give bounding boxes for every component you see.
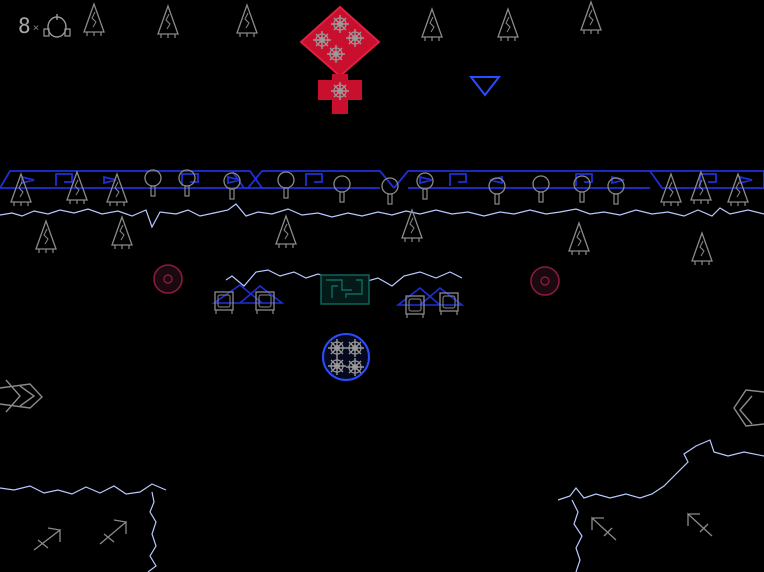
red-fortress-boss bbox=[299, 5, 381, 114]
tree-5 bbox=[497, 8, 519, 42]
player-ship-orb bbox=[322, 333, 370, 381]
side-ship-left bbox=[0, 379, 43, 413]
mushroom-5 bbox=[333, 175, 351, 203]
mushroom-3 bbox=[223, 172, 241, 200]
tree-13 bbox=[35, 220, 57, 254]
arrow-craft-2 bbox=[99, 519, 128, 545]
tree-1 bbox=[83, 3, 105, 37]
arrow-craft-4 bbox=[687, 512, 713, 537]
lives-multiplier: × bbox=[32, 20, 40, 34]
shoreline-bottom-left bbox=[0, 483, 167, 572]
tree-16 bbox=[401, 209, 423, 243]
side-ship-right bbox=[733, 389, 764, 427]
ship-icon bbox=[43, 14, 71, 38]
mine-left bbox=[153, 264, 183, 294]
tree-14 bbox=[111, 216, 133, 250]
lives-counter: 8 bbox=[18, 14, 31, 38]
mushroom-4 bbox=[277, 171, 295, 199]
shoreline-bottom-right bbox=[557, 439, 764, 572]
tree-3 bbox=[236, 4, 258, 38]
tree-6 bbox=[580, 1, 602, 35]
tree-15 bbox=[275, 215, 297, 249]
tree-18 bbox=[691, 232, 713, 266]
shoreline-top bbox=[0, 203, 764, 229]
arrow-craft-3 bbox=[591, 516, 617, 541]
tree-10 bbox=[660, 173, 682, 207]
tree-17 bbox=[568, 222, 590, 256]
crate-3 bbox=[405, 295, 425, 319]
teal-circuit-block bbox=[320, 274, 370, 305]
mushroom-1 bbox=[144, 169, 162, 197]
mushroom-9 bbox=[532, 175, 550, 203]
arrow-craft-1 bbox=[33, 527, 62, 551]
tree-2 bbox=[157, 5, 179, 39]
blue-triangle-enemy bbox=[468, 76, 502, 97]
tree-4 bbox=[421, 8, 443, 42]
lives-hud: 8 × bbox=[18, 12, 72, 40]
mine-right bbox=[530, 266, 560, 296]
crate-4 bbox=[439, 292, 459, 316]
